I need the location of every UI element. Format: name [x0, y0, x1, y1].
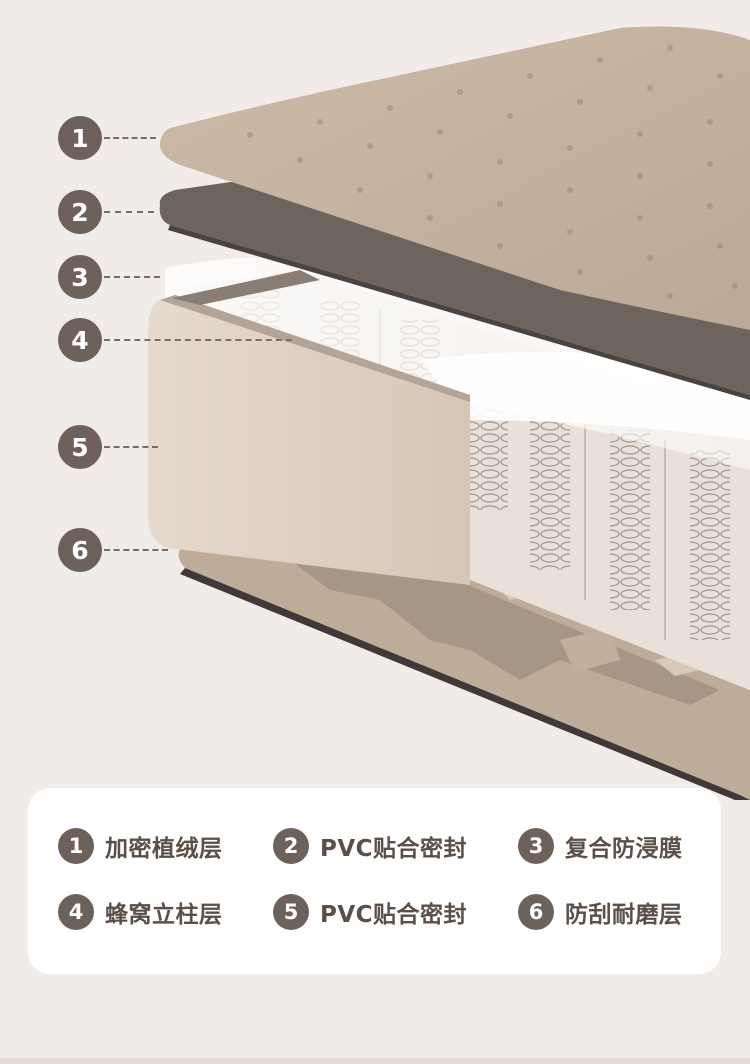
mattress-exploded-illustration: [148, 26, 750, 800]
legend-item: 5 PVC贴合密封: [273, 892, 467, 932]
leader-line-3: [104, 276, 160, 278]
leader-line-5: [104, 446, 158, 448]
marker-3: 3: [58, 255, 102, 299]
legend-number: 5: [273, 894, 309, 930]
legend-item: 2 PVC贴合密封: [273, 826, 467, 866]
page-bottom-divider: [0, 1058, 750, 1064]
legend-item: 4 蜂窝立柱层: [58, 892, 223, 932]
legend-label: 防刮耐磨层: [565, 902, 683, 928]
legend-label: PVC贴合密封: [320, 836, 468, 862]
legend-number: 2: [273, 828, 309, 864]
pvc-sheet-layer-2: [159, 172, 750, 400]
marker-5: 5: [58, 425, 102, 469]
marker-4: 4: [58, 318, 102, 362]
legend-label: PVC贴合密封: [320, 902, 468, 928]
pvc-side-wall-5: [148, 270, 470, 585]
marker-6: 6: [58, 528, 102, 572]
legend-label: 加密植绒层: [105, 836, 223, 862]
marker-2: 2: [58, 190, 102, 234]
legend-card: 1 加密植绒层 2 PVC贴合密封 3 复合防浸膜 4 蜂窝立柱层 5 PVC贴…: [28, 788, 721, 974]
leader-line-6: [104, 549, 168, 551]
legend-label: 复合防浸膜: [565, 836, 683, 862]
legend-item: 6 防刮耐磨层: [518, 892, 683, 932]
legend-number: 4: [58, 894, 94, 930]
legend-number: 1: [58, 828, 94, 864]
legend-number: 3: [518, 828, 554, 864]
marker-1: 1: [58, 116, 102, 160]
flocked-top-layer-1: [159, 26, 750, 330]
legend-number: 6: [518, 894, 554, 930]
leader-line-2: [104, 211, 154, 213]
leader-line-1: [104, 137, 156, 139]
leader-line-4: [104, 339, 292, 341]
legend-item: 3 复合防浸膜: [518, 826, 683, 866]
legend-label: 蜂窝立柱层: [105, 902, 223, 928]
legend-item: 1 加密植绒层: [58, 826, 223, 866]
